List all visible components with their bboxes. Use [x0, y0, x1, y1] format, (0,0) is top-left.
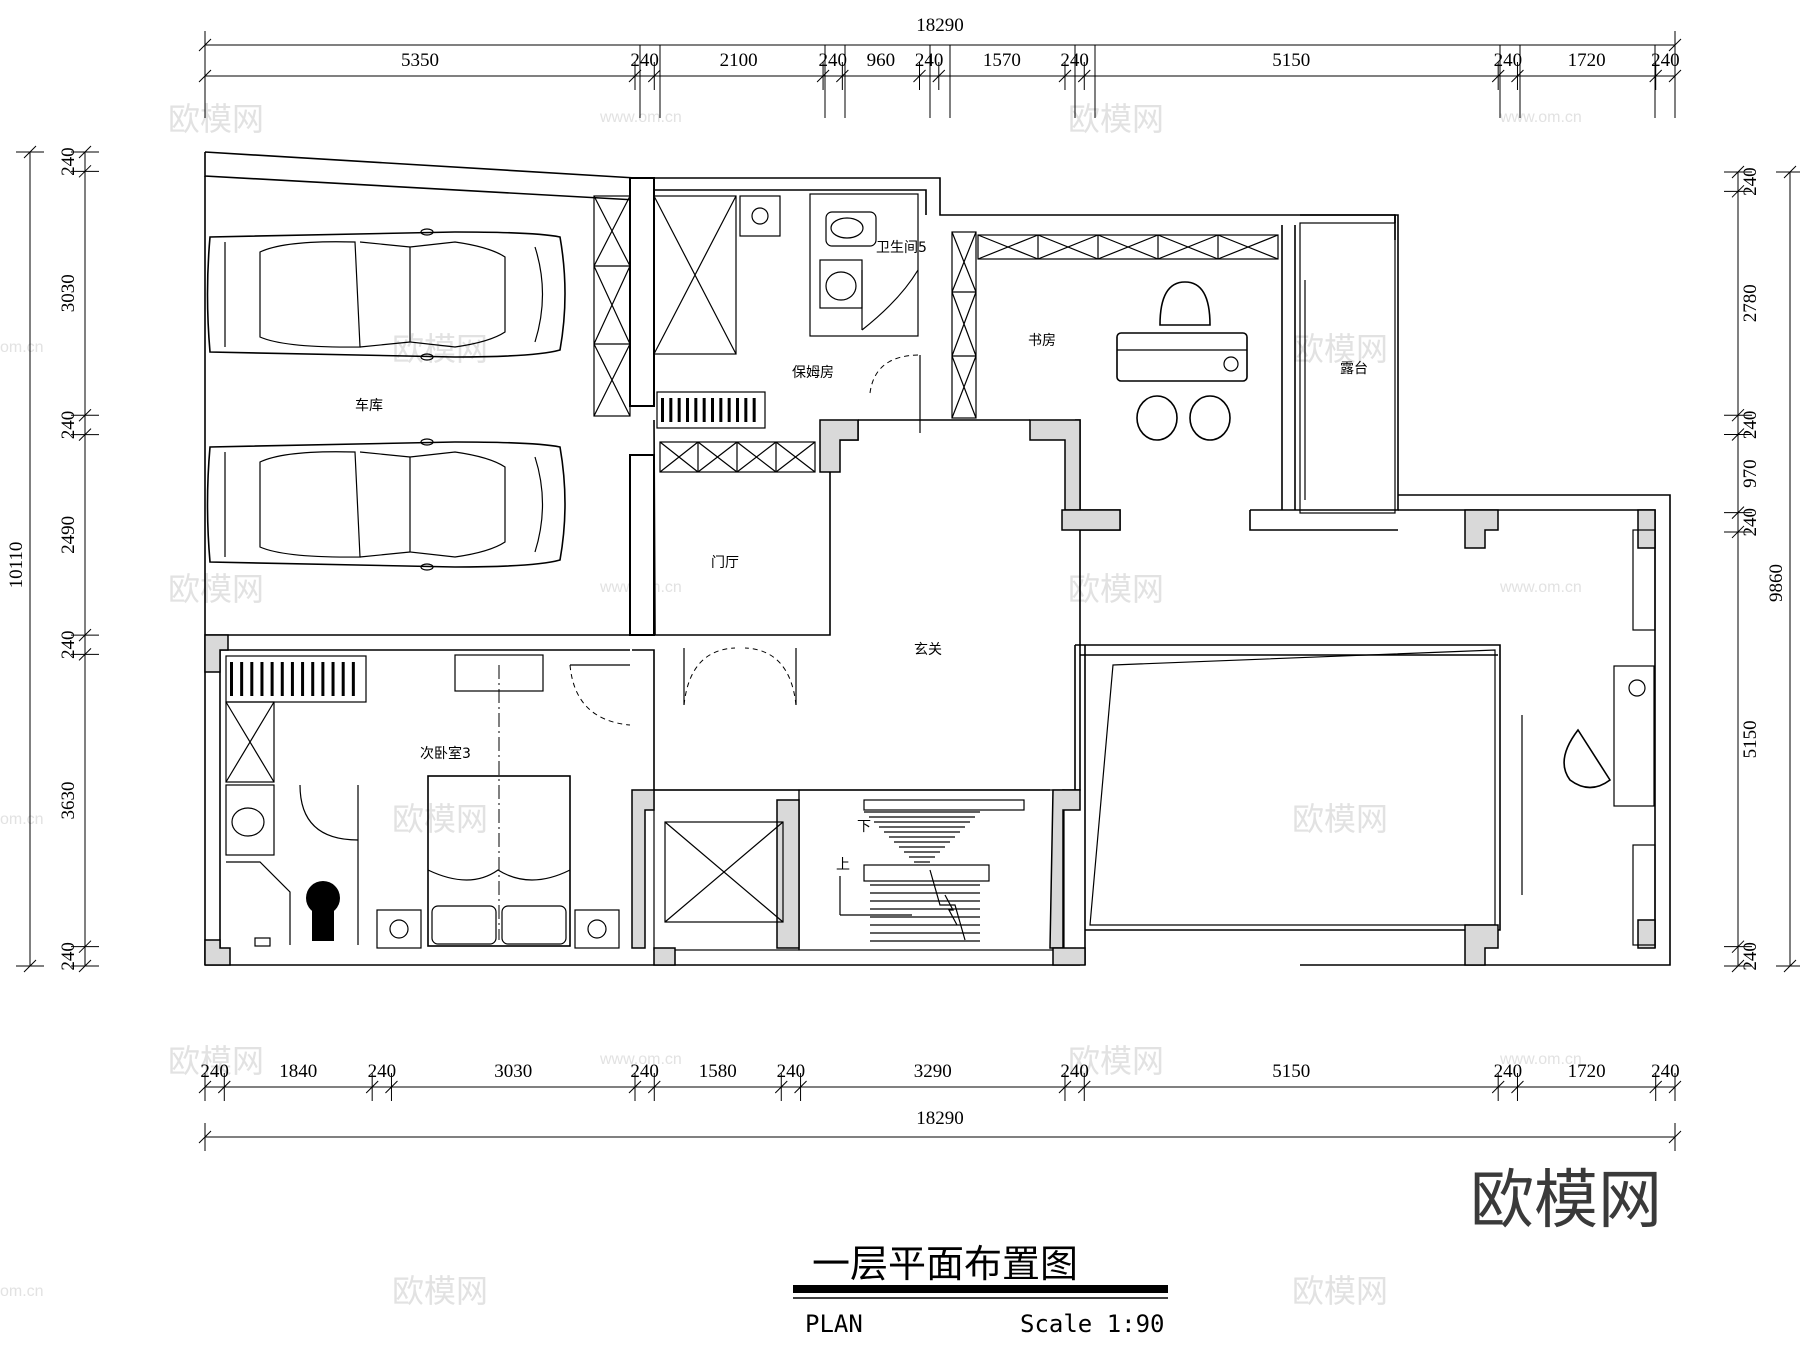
dim-value: 3290: [914, 1061, 952, 1082]
cabinets: [225, 195, 1279, 783]
watermark-url: om.cn: [0, 811, 44, 828]
sanitary-fixtures: [225, 211, 919, 947]
dim-value: 240: [818, 50, 847, 71]
watermark-brand: 欧模网: [168, 570, 264, 608]
dim-value: 1570: [983, 50, 1021, 71]
room-label-vestibule: 门厅: [711, 555, 739, 571]
dim-value: 5150: [1272, 50, 1310, 71]
watermark-brand: 欧模网: [1068, 570, 1164, 608]
dim-value: 240: [1740, 508, 1761, 537]
dim-value: 240: [1494, 1061, 1523, 1082]
watermark-url: om.cn: [0, 1283, 44, 1300]
dim-value: 2490: [58, 516, 79, 554]
dim-value: 240: [1740, 411, 1761, 440]
watermark-brand: 欧模网: [168, 1042, 264, 1080]
dim-value: 970: [1740, 459, 1761, 488]
watermark-layer: 欧模网 欧模网 欧模网 欧模网 欧模网 欧模网 欧模网 欧模网 欧模网 欧模网 …: [0, 100, 1582, 1310]
room-label-bedroom3: 次卧室3: [420, 745, 471, 762]
room-label-study: 书房: [1028, 333, 1056, 349]
watermark-brand: 欧模网: [1068, 100, 1164, 138]
title-block: 一层平面布置图 PLAN Scale 1:90: [793, 1242, 1168, 1338]
dim-value: 240: [630, 50, 659, 71]
watermark-brand: 欧模网: [1292, 1272, 1388, 1310]
room-labels: 车库 保姆房 卫生间5 书房 露台 门厅 玄关 次卧室3: [355, 240, 1368, 762]
dim-value: 3030: [58, 274, 79, 312]
dimension-chains: 18290 5350 240 2100 240 960 240 1570 240 5150 240…: [6, 15, 1800, 1151]
watermark-brand: 欧模网: [168, 100, 264, 138]
dim-value: 1840: [279, 1061, 317, 1082]
room-label-nanny-room: 保姆房: [792, 365, 834, 381]
dim-left-total: 10110: [6, 542, 27, 589]
dim-value: 240: [1494, 50, 1523, 71]
dim-value: 3630: [58, 782, 79, 820]
dim-value: 240: [1740, 942, 1761, 971]
room-label-foyer: 玄关: [914, 641, 942, 658]
dim-bottom-total: 18290: [916, 1108, 964, 1129]
brand-watermark: 欧模网: [1470, 1164, 1662, 1238]
dim-value: 240: [58, 411, 79, 440]
watermark-url: www.om.cn: [1499, 579, 1582, 596]
dim-value: 240: [368, 1061, 397, 1082]
watermark-brand: 欧模网: [1292, 800, 1388, 838]
dim-value: 240: [1740, 167, 1761, 196]
watermark-brand: 欧模网: [1292, 330, 1388, 368]
dim-value: 3030: [494, 1061, 532, 1082]
dim-value: 240: [630, 1061, 659, 1082]
watermark-brand: 欧模网: [392, 330, 488, 368]
elevator: [664, 821, 784, 923]
watermark-brand: 欧模网: [392, 800, 488, 838]
dim-right-total: 9860: [1766, 564, 1787, 602]
dim-value: 1580: [699, 1061, 737, 1082]
wall-columns: [204, 419, 1656, 966]
dim-value: 240: [58, 147, 79, 176]
drawing-title: 一层平面布置图: [812, 1242, 1078, 1286]
dim-value: 240: [1651, 50, 1680, 71]
watermark-url: www.om.cn: [599, 1051, 682, 1068]
walls: [204, 151, 1671, 966]
watermark-url: om.cn: [0, 339, 44, 356]
car-bottom: [206, 438, 566, 571]
study-furniture: [1116, 281, 1248, 441]
dim-value: 240: [58, 630, 79, 659]
plan-label: PLAN: [805, 1310, 863, 1338]
room-label-terrace: 露台: [1340, 361, 1368, 377]
scale-label: Scale 1:90: [1020, 1310, 1165, 1338]
doors: [299, 280, 1523, 945]
room-label-bathroom5: 卫生间5: [876, 240, 927, 256]
dim-top-total: 18290: [916, 15, 964, 36]
dim-value: 5150: [1272, 1061, 1310, 1082]
watermark-brand: 欧模网: [392, 1272, 488, 1310]
dim-value: 240: [58, 942, 79, 971]
dim-value: 1720: [1568, 1061, 1606, 1082]
dim-value: 2100: [720, 50, 758, 71]
title-underline: [793, 1285, 1168, 1293]
dim-value: 240: [1651, 1061, 1680, 1082]
dim-value: 240: [200, 1061, 229, 1082]
dim-value: 5150: [1740, 720, 1761, 758]
stair-up-label: 上: [836, 857, 850, 873]
dim-value: 1720: [1568, 50, 1606, 71]
right-room-furniture: [1563, 529, 1656, 946]
car-top: [206, 228, 566, 361]
dim-value: 5350: [401, 50, 439, 71]
dim-value: 240: [777, 1061, 806, 1082]
fixture-symbols: [739, 195, 781, 237]
dim-value: 960: [867, 50, 896, 71]
dim-value: 240: [1060, 1061, 1089, 1082]
dim-value: 240: [915, 50, 944, 71]
dim-value: 240: [1060, 50, 1089, 71]
double-bed: [376, 654, 620, 949]
room-label-garage: 车库: [355, 397, 383, 414]
staircase: 下 上: [836, 799, 1025, 942]
stair-down-label: 下: [857, 819, 871, 835]
dim-value: 2780: [1740, 284, 1761, 322]
watermark-url: www.om.cn: [1499, 1051, 1582, 1068]
watermark-url: www.om.cn: [1499, 109, 1582, 126]
